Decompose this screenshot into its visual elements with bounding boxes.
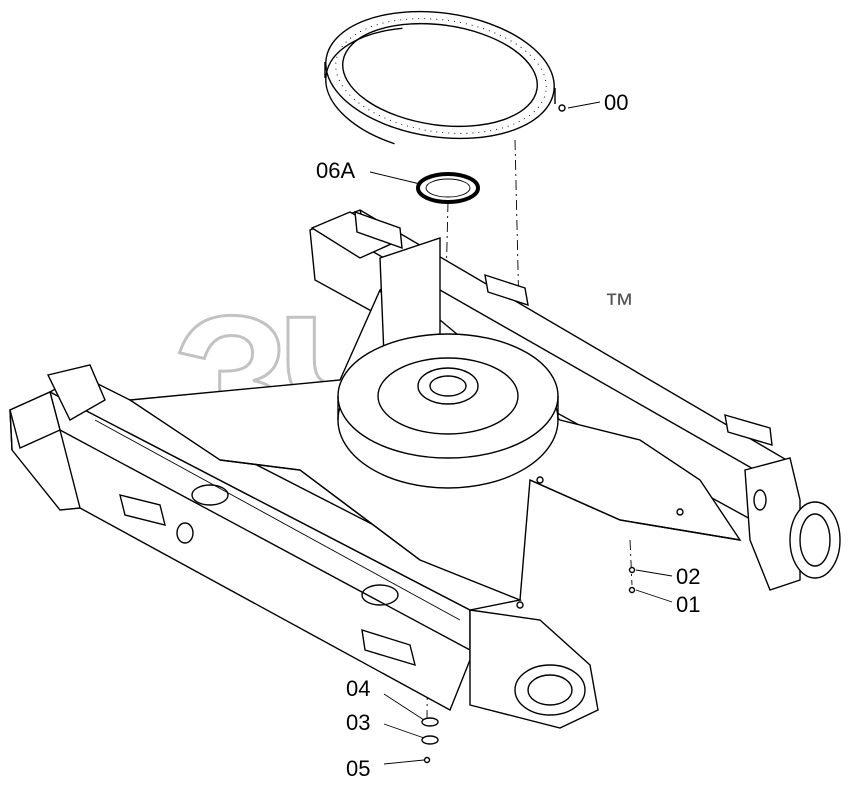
bolt-05 [423, 756, 431, 764]
swing-bearing-ring [324, 10, 566, 156]
leader-lines [369, 101, 673, 765]
center-joint-seal [416, 172, 480, 204]
callout-06a: 06A [316, 158, 355, 183]
bolt-02 [628, 566, 636, 574]
washer-01 [628, 586, 636, 594]
callout-04: 04 [346, 676, 370, 701]
callout-labels: 00 06A 02 01 04 03 05 [316, 90, 700, 781]
callout-01: 01 [676, 592, 700, 617]
lower-frame [9, 209, 841, 729]
ring-04 [421, 717, 439, 727]
callout-03: 03 [346, 710, 370, 735]
small-parts [421, 566, 636, 764]
callout-02: 02 [676, 564, 700, 589]
callout-05: 05 [346, 756, 370, 781]
ring-03 [421, 735, 439, 745]
watermark-trademark: ™ [604, 288, 634, 321]
callout-00: 00 [604, 90, 628, 115]
